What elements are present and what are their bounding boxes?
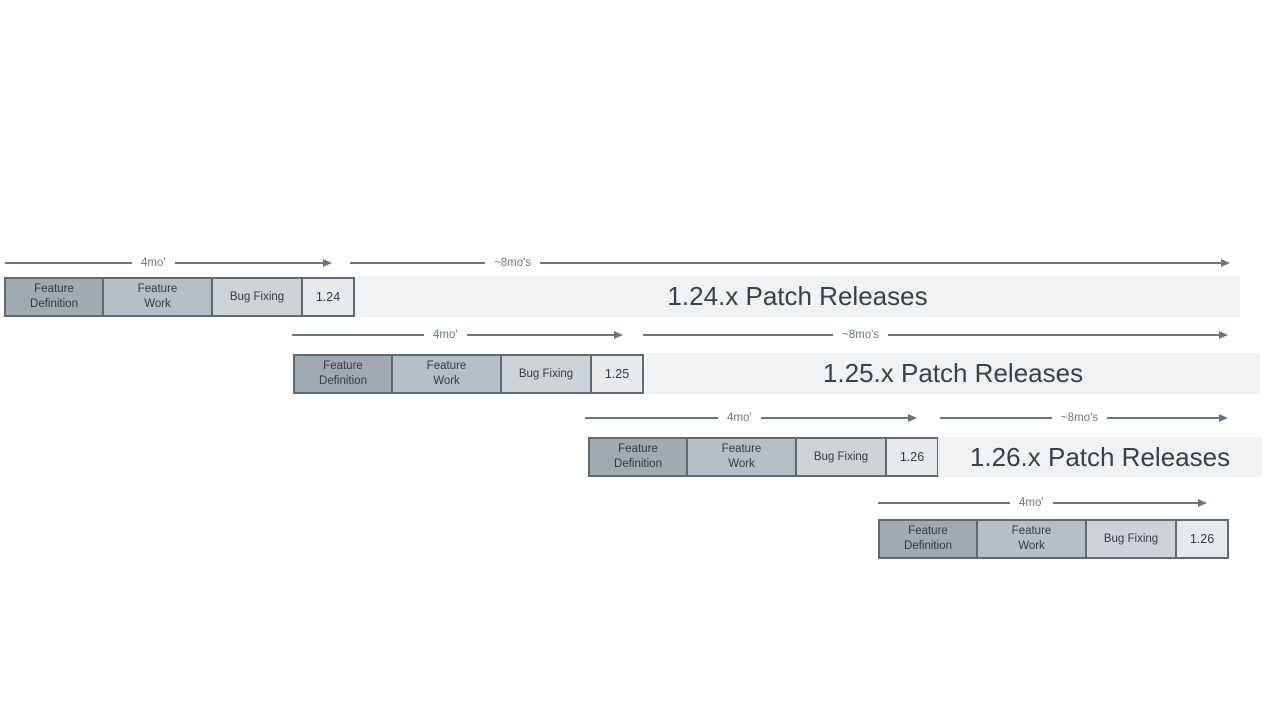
cycle-duration-arrow-1-26: 4mo' <box>585 410 917 426</box>
patch-duration-arrow-1-24: ~8mo's <box>350 255 1230 271</box>
arrow-line <box>940 417 1052 419</box>
phase-feature-work: Feature Work <box>978 519 1087 559</box>
phase-label: Feature Definition <box>30 283 78 310</box>
release-cycle-bar-1-26: Feature Definition Feature Work Bug Fixi… <box>588 437 939 477</box>
phase-label: Feature Definition <box>904 525 952 552</box>
patch-duration-label: ~8mo's <box>494 257 532 270</box>
cycle-duration-label: 4mo' <box>1019 497 1044 510</box>
arrow-line <box>1052 502 1199 504</box>
arrow-line <box>878 502 1010 504</box>
arrow-head-icon <box>1221 259 1230 267</box>
version-label: 1.26 <box>1177 519 1229 559</box>
cycle-duration-arrow-1-25: 4mo' <box>292 327 623 343</box>
phase-bug-fixing: Bug Fixing <box>797 437 887 477</box>
phase-feature-definition: Feature Definition <box>293 354 393 394</box>
arrow-line <box>5 262 132 264</box>
patch-releases-bar-1-26: 1.26.x Patch Releases <box>938 437 1262 477</box>
arrow-line <box>1107 417 1220 419</box>
cycle-duration-arrow-next: 4mo' <box>878 495 1207 511</box>
phase-feature-work: Feature Work <box>393 354 502 394</box>
phase-label: Feature Work <box>721 443 762 470</box>
arrow-line <box>888 334 1220 336</box>
phase-label: Bug Fixing <box>518 367 574 380</box>
cycle-duration-label: 4mo' <box>727 412 752 425</box>
phase-feature-work: Feature Work <box>104 277 213 317</box>
release-cycle-bar-next: Feature Definition Feature Work Bug Fixi… <box>878 519 1229 559</box>
arrow-line <box>350 262 485 264</box>
arrow-line <box>540 262 1222 264</box>
phase-feature-work: Feature Work <box>688 437 797 477</box>
phase-label: Feature Work <box>137 283 178 310</box>
release-cycle-bar-1-24: Feature Definition Feature Work Bug Fixi… <box>4 277 355 317</box>
phase-bug-fixing: Bug Fixing <box>502 354 592 394</box>
phase-feature-definition: Feature Definition <box>878 519 978 559</box>
arrow-line <box>585 417 718 419</box>
phase-label: Feature Definition <box>319 360 367 387</box>
arrow-line <box>466 334 615 336</box>
phase-label: Bug Fixing <box>1103 532 1159 545</box>
release-cycle-bar-1-25: Feature Definition Feature Work Bug Fixi… <box>293 354 644 394</box>
cycle-duration-label: 4mo' <box>433 329 458 342</box>
arrow-line <box>174 262 324 264</box>
phase-feature-definition: Feature Definition <box>588 437 688 477</box>
patch-duration-label: ~8mo's <box>842 329 880 342</box>
arrow-head-icon <box>1198 499 1207 507</box>
phase-bug-fixing: Bug Fixing <box>213 277 303 317</box>
version-label: 1.24 <box>303 277 355 317</box>
arrow-head-icon <box>323 259 332 267</box>
arrow-line <box>643 334 833 336</box>
arrow-head-icon <box>908 414 917 422</box>
phase-label: Bug Fixing <box>813 450 869 463</box>
patch-duration-arrow-1-26: ~8mo's <box>940 410 1228 426</box>
version-label: 1.25 <box>592 354 644 394</box>
patch-releases-bar-1-25: 1.25.x Patch Releases <box>646 353 1260 394</box>
phase-feature-definition: Feature Definition <box>4 277 104 317</box>
patch-duration-arrow-1-25: ~8mo's <box>643 327 1228 343</box>
arrow-head-icon <box>614 331 623 339</box>
patch-releases-bar-1-24: 1.24.x Patch Releases <box>355 276 1240 317</box>
cycle-duration-arrow-1-24: 4mo' <box>5 255 332 271</box>
arrow-head-icon <box>1219 414 1228 422</box>
patch-duration-label: ~8mo's <box>1061 412 1099 425</box>
phase-label: Feature Work <box>426 360 467 387</box>
phase-label: Feature Work <box>1011 525 1052 552</box>
arrow-head-icon <box>1219 331 1228 339</box>
phase-bug-fixing: Bug Fixing <box>1087 519 1177 559</box>
arrow-line <box>292 334 424 336</box>
phase-label: Bug Fixing <box>229 290 285 303</box>
phase-label: Feature Definition <box>614 443 662 470</box>
version-label: 1.26 <box>887 437 939 477</box>
cycle-duration-label: 4mo' <box>141 257 166 270</box>
arrow-line <box>760 417 909 419</box>
